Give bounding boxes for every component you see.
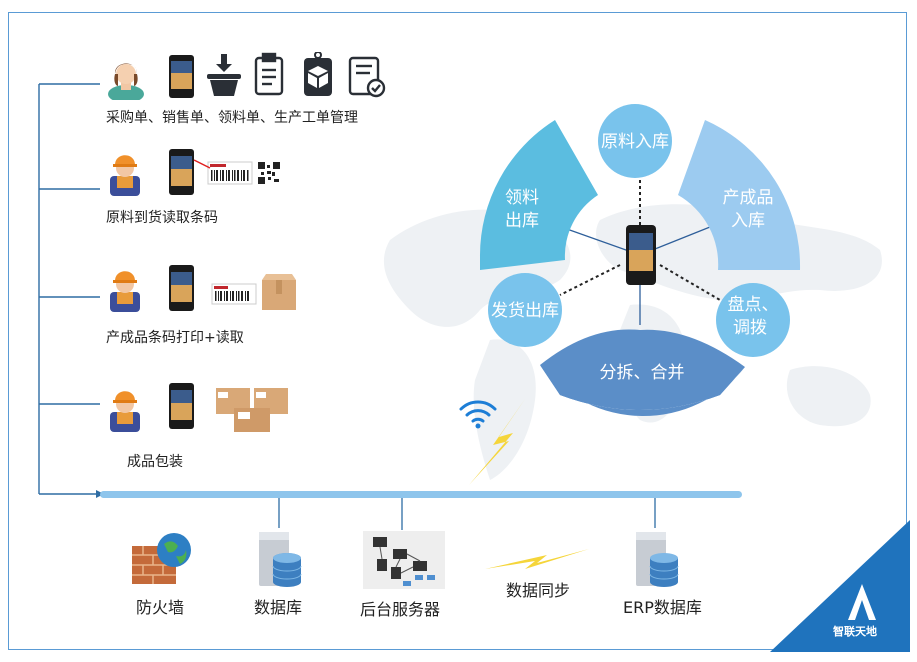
left-connector <box>38 83 104 498</box>
worker-avatar-icon <box>110 155 140 196</box>
backend-server-icon <box>363 531 445 589</box>
sync-lightning-icon <box>485 549 589 569</box>
row1-label: 采购单、销售单、领料单、生产工单管理 <box>106 110 358 126</box>
barcode-label-icon <box>193 159 253 185</box>
inventory-label-1: 盘点、 <box>728 295 779 315</box>
firewall-label: 防火墙 <box>136 598 185 617</box>
pick-out-label-2: 出库 <box>505 211 539 231</box>
firewall-icon <box>132 533 191 584</box>
central-terminal-icon <box>626 225 656 285</box>
packed-cartons-icon <box>216 388 288 432</box>
arc-product-in <box>678 120 801 270</box>
corner-logo <box>770 520 910 652</box>
clerk-avatar-icon <box>108 63 144 100</box>
handheld-terminal-icon <box>169 149 194 195</box>
row4-label: 成品包装 <box>127 454 183 470</box>
lightning-icon <box>469 399 525 485</box>
worker-avatar-icon <box>110 391 140 432</box>
wireless-link <box>459 399 525 485</box>
bubble-raw-in <box>598 104 672 178</box>
raw-in-label: 原料入库 <box>601 132 669 152</box>
package-tag-icon <box>304 52 332 96</box>
sync-label: 数据同步 <box>506 581 571 600</box>
approved-document-icon <box>348 56 386 98</box>
arc-split-merge <box>540 365 745 417</box>
pick-out-label-1: 领料 <box>505 188 539 208</box>
database-label: 数据库 <box>254 598 303 617</box>
warehouse-cycle-diagram: 原料入库 发货出库 盘点、 调拨 领料 出库 产成品 入库 分拆、合并 <box>479 104 801 417</box>
clipboard-list-icon <box>254 52 284 96</box>
row2-icons <box>110 149 280 196</box>
bubble-ship-out <box>488 273 562 347</box>
goods-receipt-icon <box>207 54 241 96</box>
carton-box-icon <box>262 274 296 310</box>
barcode-label-icon <box>211 283 257 305</box>
row1-icons <box>108 52 386 100</box>
row4-icons <box>110 383 288 432</box>
handheld-terminal-icon <box>169 383 194 429</box>
database-icon <box>259 532 302 587</box>
ship-out-label: 发货出库 <box>491 301 559 321</box>
server-label: 后台服务器 <box>360 600 441 619</box>
handheld-terminal-icon <box>169 55 194 98</box>
logo-text: 智联天地 <box>833 625 877 638</box>
link-inventory <box>659 264 721 301</box>
row2-label: 原料到货读取条码 <box>106 210 218 226</box>
erp-label: ERP数据库 <box>623 598 702 617</box>
wifi-icon <box>459 400 497 423</box>
erp-database-icon <box>636 532 679 587</box>
link-ship-out <box>559 264 621 296</box>
bus-drops <box>278 498 656 530</box>
data-bus-line <box>100 491 742 498</box>
inventory-label-2: 调拨 <box>733 318 767 338</box>
worker-avatar-icon <box>110 271 140 312</box>
logo-mark-icon <box>848 584 876 620</box>
handheld-terminal-icon <box>169 265 194 311</box>
product-in-label-2: 入库 <box>731 211 765 231</box>
qr-code-icon <box>258 162 280 184</box>
bubble-inventory <box>716 283 790 357</box>
product-in-label-1: 产成品 <box>723 188 774 208</box>
row3-icons <box>110 265 296 312</box>
row3-label: 产成品条码打印+读取 <box>106 330 244 346</box>
split-merge-label: 分拆、合并 <box>600 363 685 383</box>
arc-pick-out <box>479 120 598 270</box>
